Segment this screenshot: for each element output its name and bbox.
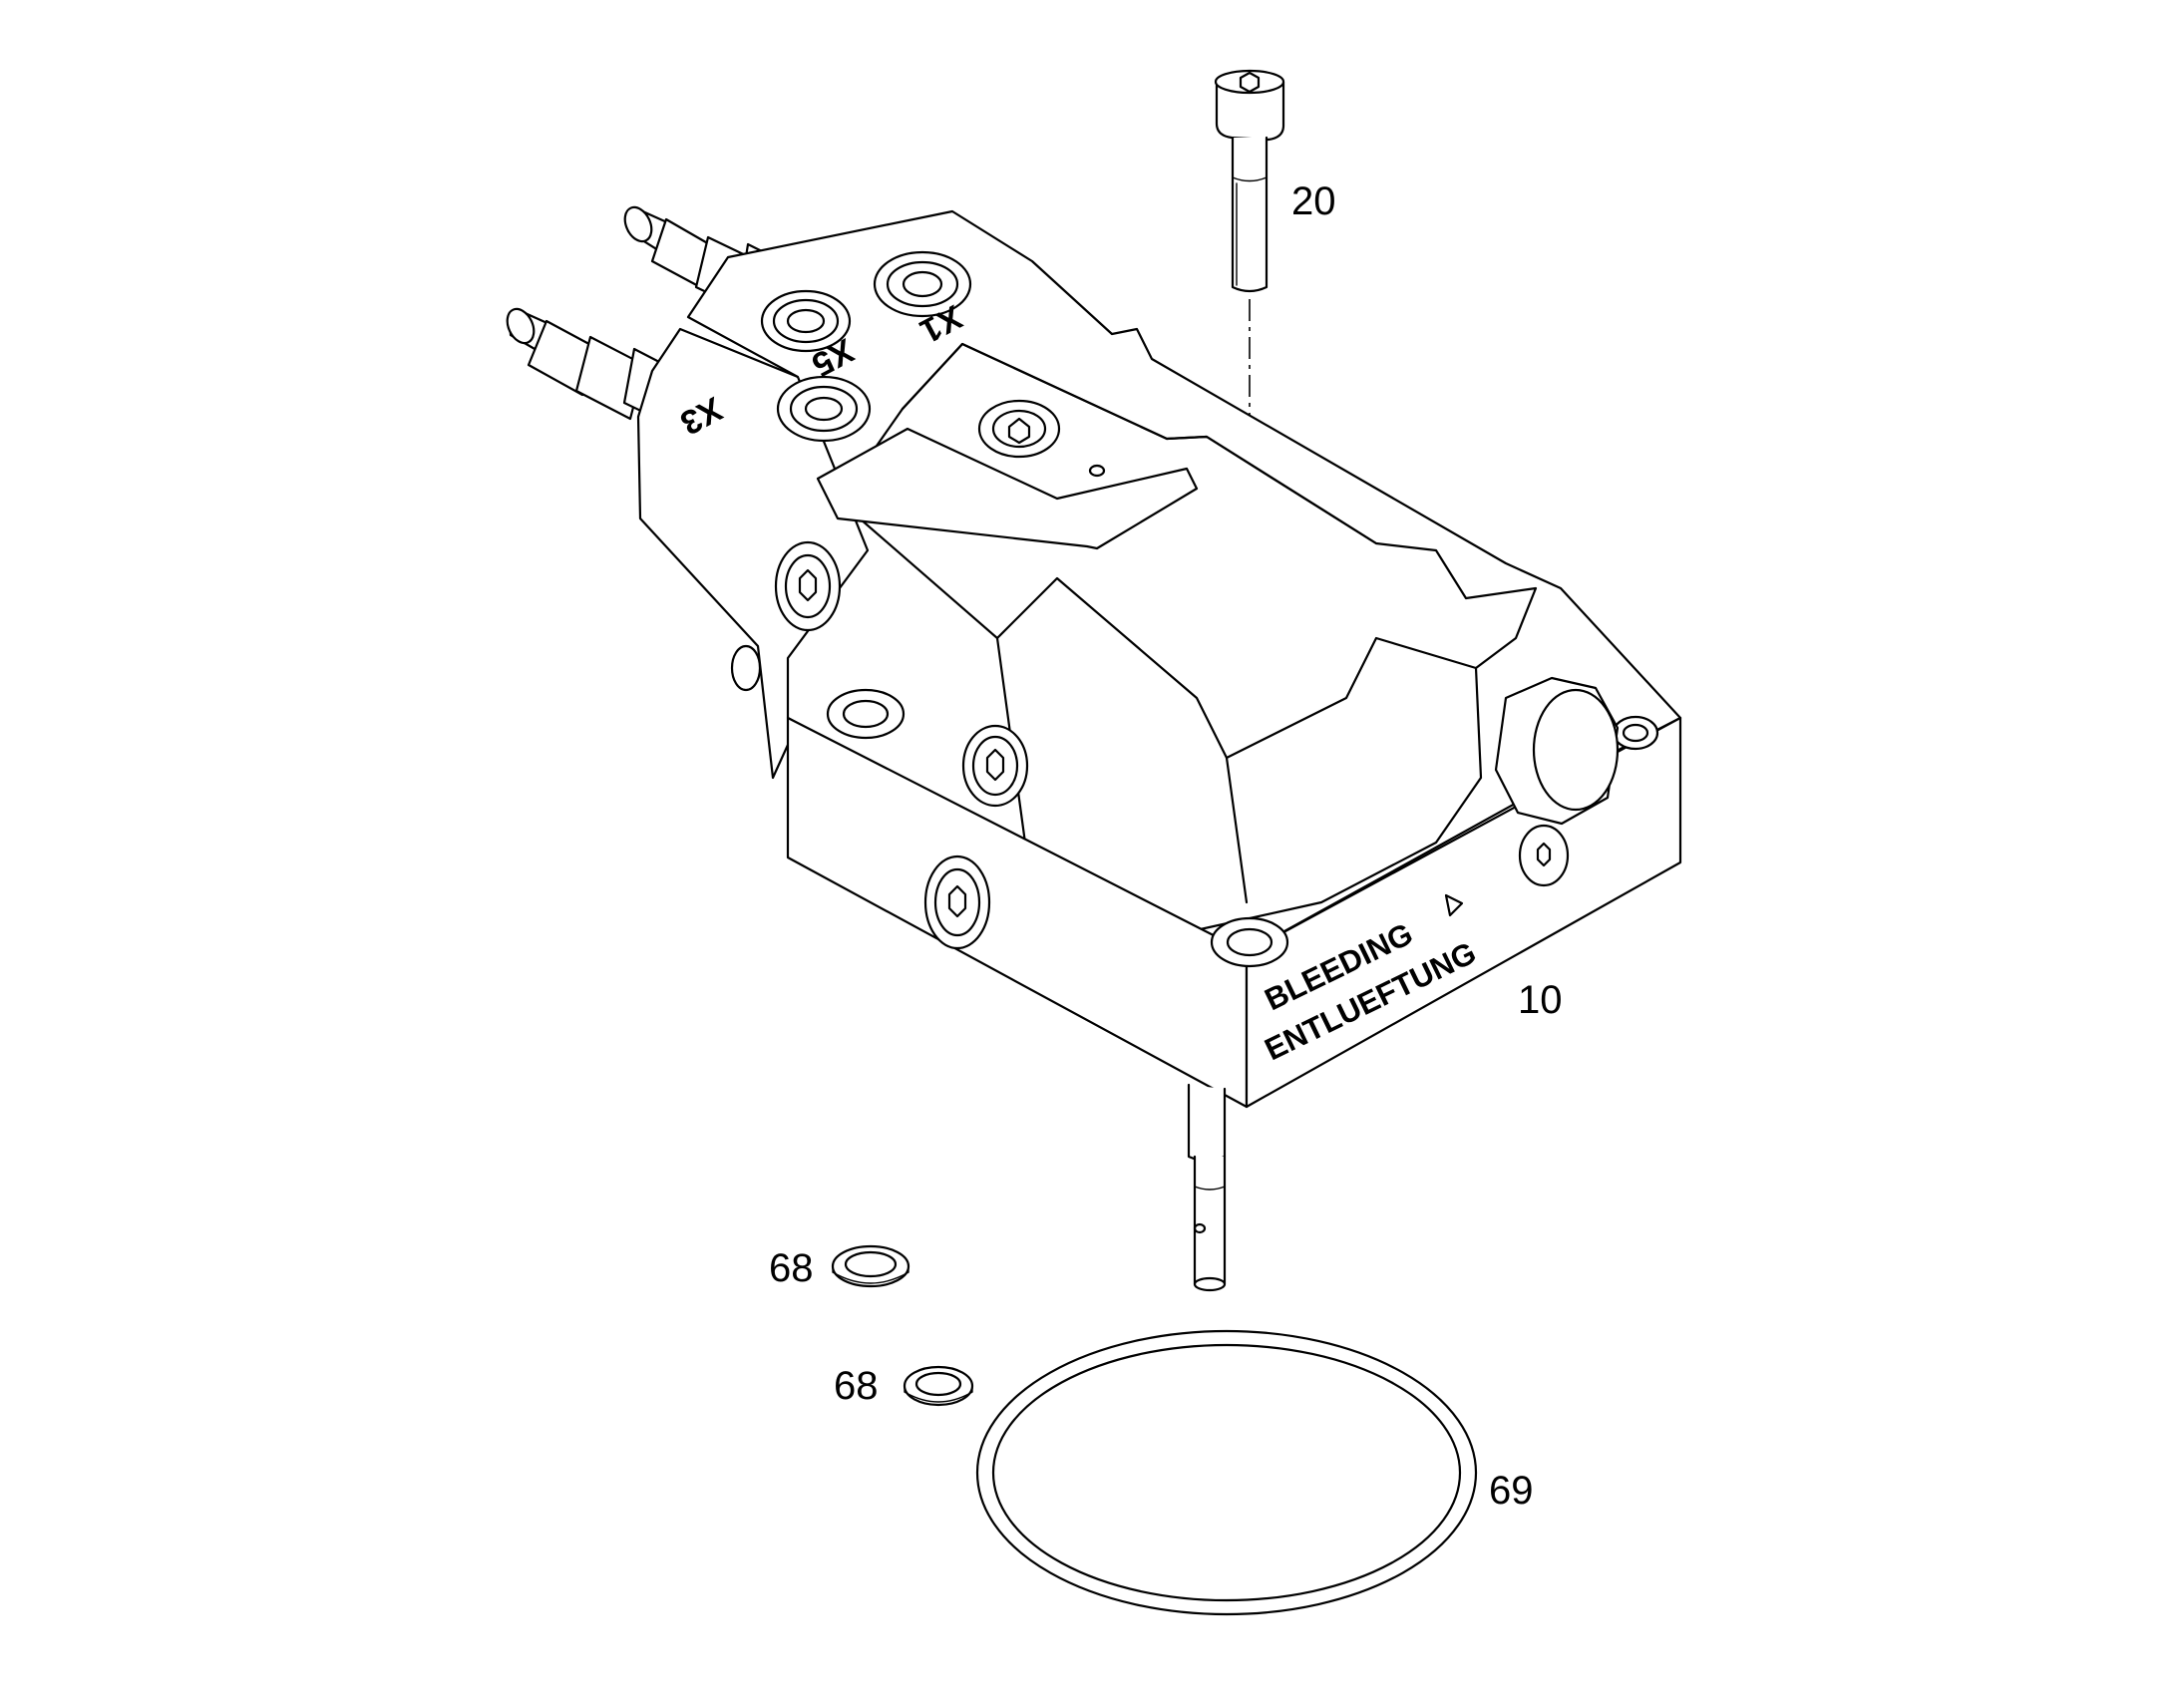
mount-hole-right — [1612, 715, 1659, 751]
side-socket-screw-2 — [961, 724, 1029, 808]
seal-ring-lower — [903, 1365, 974, 1407]
mount-hole-left — [826, 688, 906, 740]
top-cover-plate — [816, 427, 1199, 550]
callout-10: 10 — [1518, 978, 1563, 1022]
seal-ring-upper — [831, 1244, 910, 1288]
end-socket-screw — [1518, 824, 1570, 887]
bottom-shaft — [1187, 1083, 1227, 1292]
callout-20: 20 — [1291, 179, 1336, 223]
mount-hole-center — [1210, 916, 1289, 968]
bleed-triangle-marker — [1444, 893, 1464, 917]
callout-68-lower: 68 — [834, 1364, 879, 1408]
callout-68-upper: 68 — [769, 1246, 814, 1290]
cap-screw — [1214, 69, 1285, 293]
callout-69: 69 — [1489, 1469, 1534, 1513]
port-hole-x3 — [776, 375, 872, 443]
port-hole-x1 — [873, 250, 972, 318]
side-socket-screw-1 — [774, 540, 842, 632]
hex-plug — [1494, 676, 1620, 826]
valve-block: BLEEDING ENTLUEFTUNG X1 X5 X3 — [506, 205, 1682, 1292]
port-hole-x5 — [760, 289, 852, 353]
o-ring — [975, 1329, 1478, 1616]
front-socket-screw — [923, 854, 991, 950]
plate-socket-screw — [977, 399, 1106, 478]
side-pin-hole — [730, 644, 762, 692]
